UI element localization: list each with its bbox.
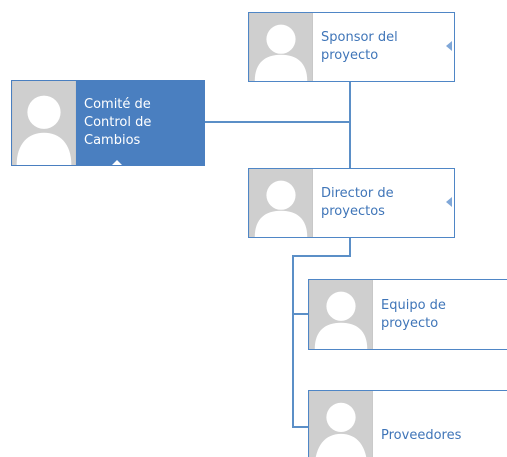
person-placeholder-icon — [249, 13, 313, 81]
avatar — [249, 13, 313, 81]
node-label-wrap: Equipo de proyecto — [373, 280, 507, 349]
avatar — [12, 81, 76, 165]
node-label-wrap: Proveedores — [373, 391, 507, 457]
connector-to-suppliers — [292, 426, 310, 428]
node-label: Proveedores — [381, 428, 462, 443]
org-node-project-director[interactable]: Director de proyectos — [248, 168, 455, 238]
avatar — [309, 391, 373, 457]
avatar — [249, 169, 313, 237]
node-label-wrap: Director de proyectos — [313, 169, 454, 237]
node-label: Equipo de proyecto — [381, 297, 446, 331]
org-node-suppliers[interactable]: Proveedores — [308, 390, 507, 457]
collapse-arrow-icon[interactable] — [446, 197, 452, 207]
node-label: Comité de Control de Cambios — [84, 97, 152, 148]
person-placeholder-icon — [249, 169, 313, 237]
person-placeholder-icon — [309, 391, 373, 457]
node-label-wrap: Sponsor del proyecto — [313, 13, 454, 81]
node-label-wrap: Comité de Control de Cambios — [76, 81, 204, 165]
connector-to-team — [292, 313, 310, 315]
node-label: Director de proyectos — [321, 186, 394, 219]
connector-branch-vertical — [292, 255, 294, 427]
connector-director-down — [349, 238, 351, 256]
connector-committee-to-trunk — [204, 121, 351, 123]
person-placeholder-icon — [309, 280, 373, 349]
org-node-project-sponsor[interactable]: Sponsor del proyecto — [248, 12, 455, 82]
expand-caret-icon[interactable] — [112, 160, 122, 165]
connector-branch-horizontal — [292, 255, 351, 257]
connector-sponsor-to-director — [349, 82, 351, 169]
avatar — [309, 280, 373, 349]
node-label: Sponsor del proyecto — [321, 30, 398, 63]
org-node-change-control-board[interactable]: Comité de Control de Cambios — [11, 80, 205, 166]
org-node-project-team[interactable]: Equipo de proyecto — [308, 279, 507, 350]
collapse-arrow-icon[interactable] — [446, 41, 452, 51]
person-placeholder-icon — [12, 81, 76, 165]
